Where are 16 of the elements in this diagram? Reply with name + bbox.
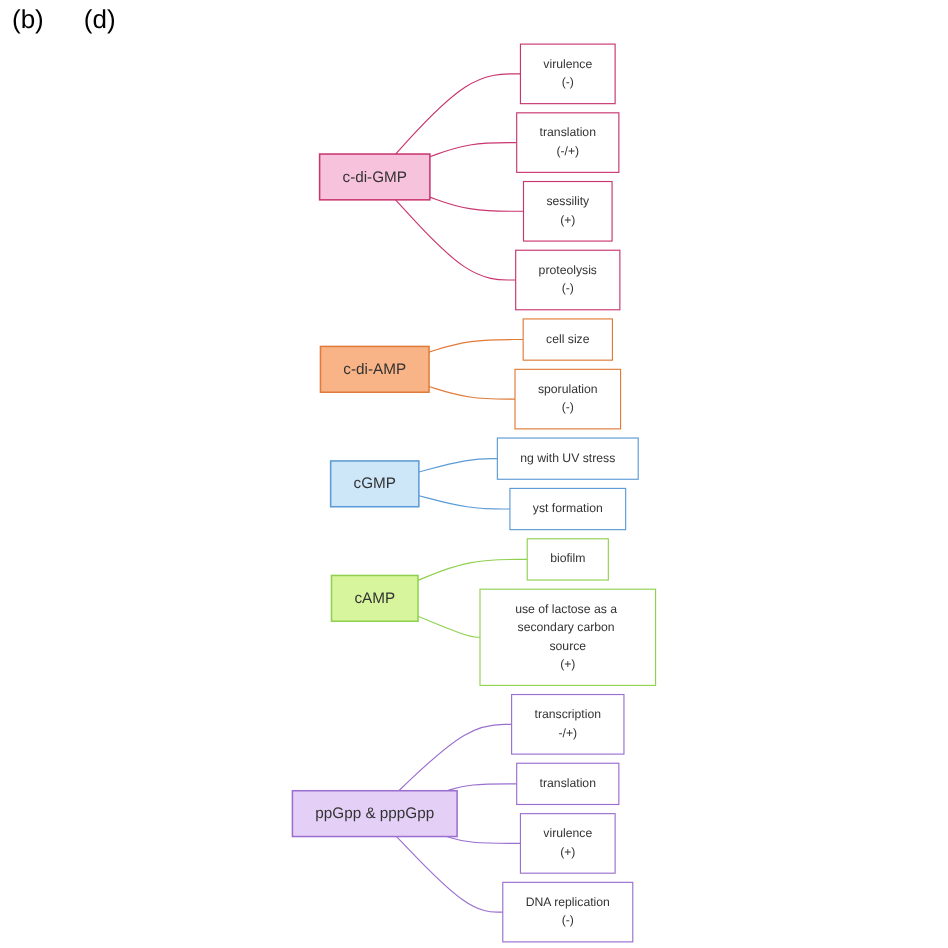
- connector: [395, 199, 517, 281]
- connector: [396, 835, 504, 913]
- connector: [418, 495, 511, 510]
- connector: [429, 142, 518, 158]
- connector: [395, 73, 521, 155]
- connector: [428, 386, 516, 400]
- connector: [398, 723, 513, 792]
- panel-label: (d): [83, 4, 116, 34]
- panel-label: (b): [12, 4, 44, 34]
- connector: [429, 196, 525, 212]
- connector: [417, 615, 481, 638]
- connector: [418, 458, 498, 473]
- connector: [446, 835, 521, 844]
- connector: [446, 783, 518, 792]
- connector: [417, 558, 528, 581]
- connector: [428, 338, 524, 353]
